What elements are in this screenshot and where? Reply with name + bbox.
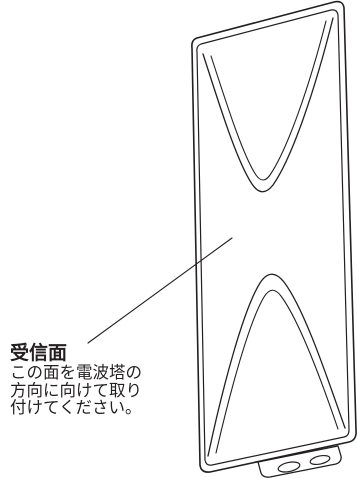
callout-description-line-1: この面を電波塔の [10, 363, 142, 382]
connector-hole-left [277, 461, 301, 473]
receiving-face-outline [196, 9, 350, 466]
callout-title: 受信面 [10, 342, 68, 364]
upper-relief-inner [210, 20, 327, 181]
connector-hole-right [309, 454, 331, 466]
connector-bracket [257, 445, 342, 478]
receiving-face-callout: 受信面 この面を電波塔の 方向に向けて取り 付けてください。 [10, 343, 170, 417]
upper-relief-outer [202, 17, 334, 193]
callout-leader-line [87, 237, 233, 344]
lower-relief-inner [215, 289, 339, 454]
lower-relief-outer [207, 273, 346, 457]
callout-description-line-3: 付けてください。 [10, 398, 142, 417]
callout-description-line-2: 方向に向けて取り [10, 380, 142, 400]
